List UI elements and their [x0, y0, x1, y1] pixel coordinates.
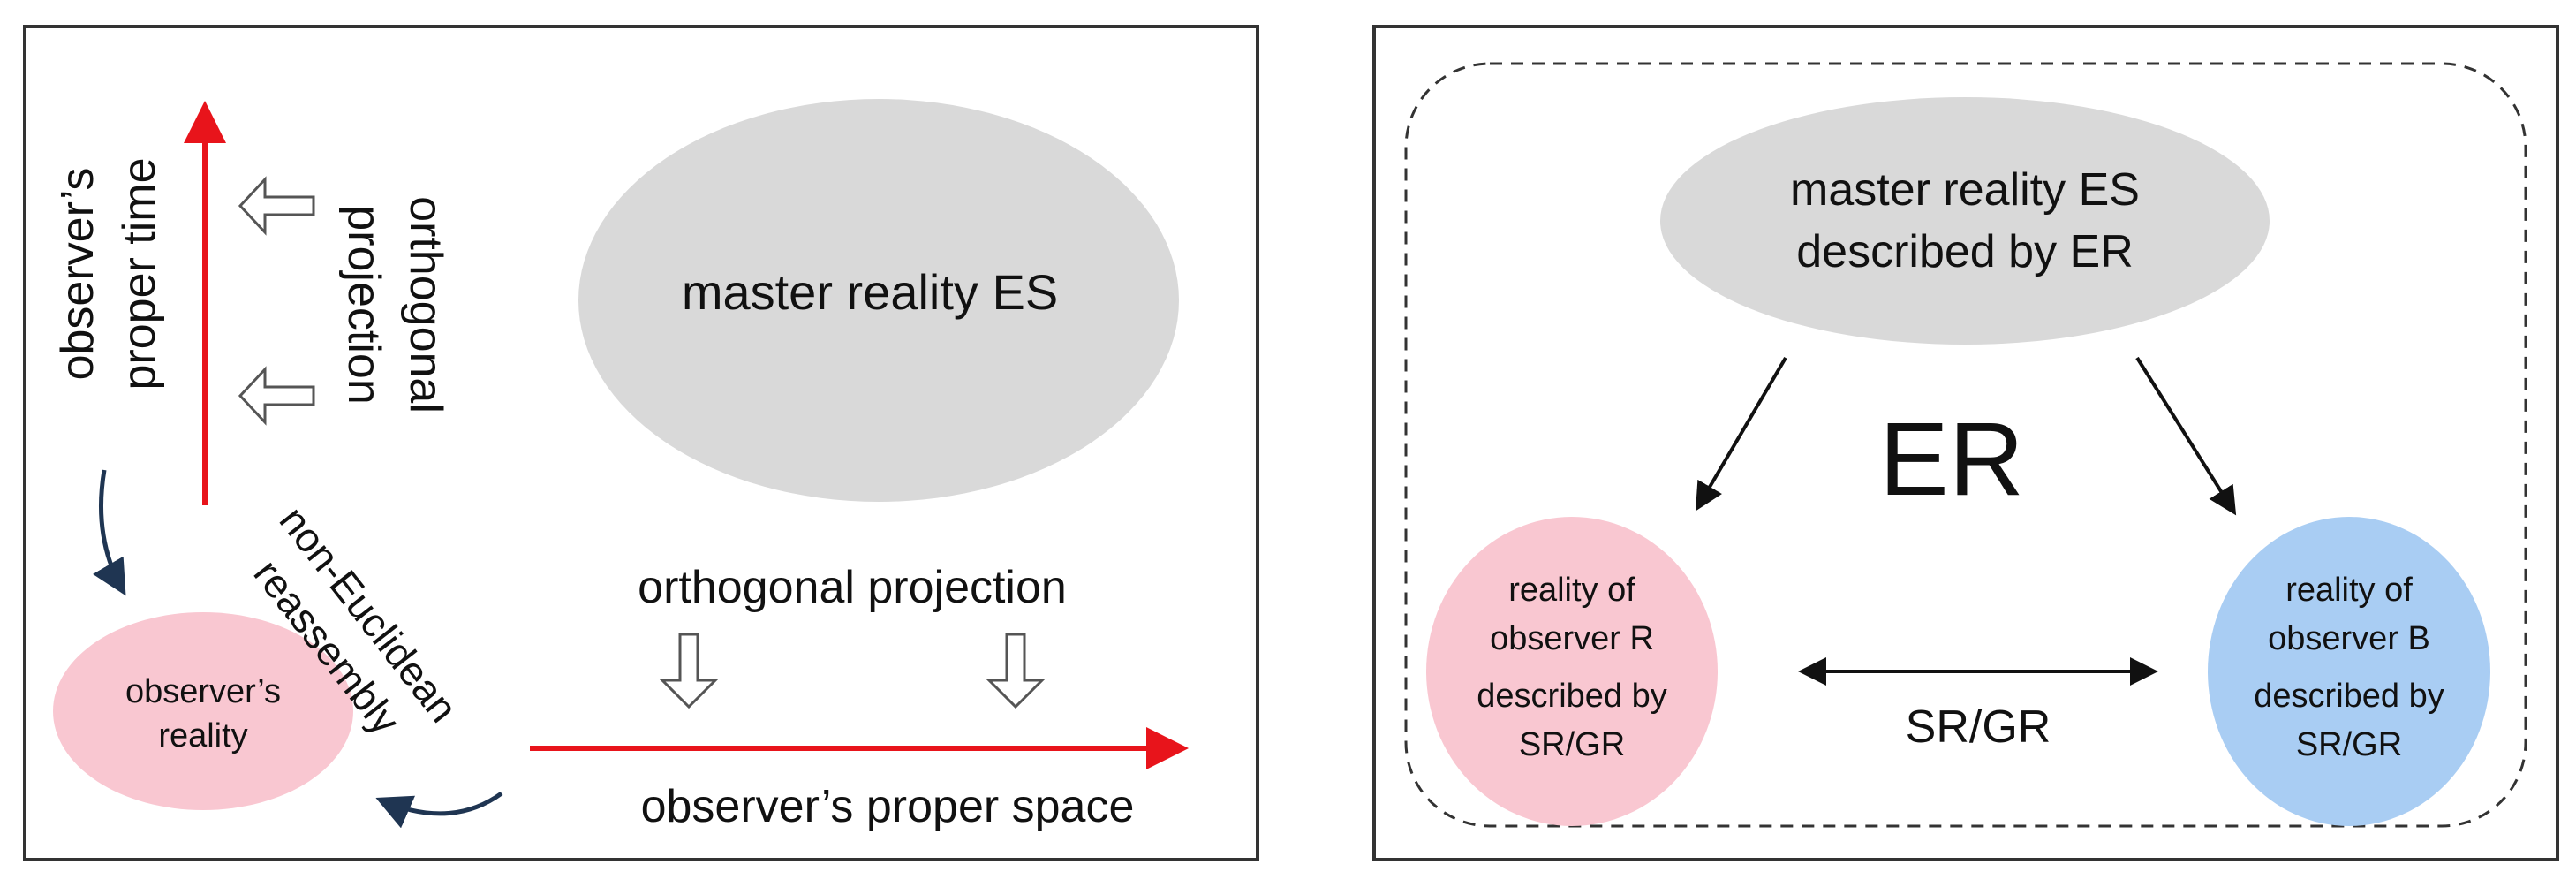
er-domain-dashed-boundary [1404, 62, 2527, 828]
observer-b-line2: observer B [2268, 620, 2430, 657]
observer-b-line3: described by [2254, 678, 2444, 715]
proper-time-label-line2: proper time [114, 158, 165, 390]
arrow-to-observer-r [1695, 356, 1787, 512]
observer-b-line4: SR/GR [2296, 726, 2402, 763]
observer-reality-ellipse [53, 612, 353, 810]
observer-r-line4: SR/GR [1519, 726, 1625, 763]
right-panel: master reality ES described by ER ER rea… [1372, 25, 2559, 861]
observer-r-ellipse [1426, 517, 1718, 826]
hollow-arrow-left-icon [238, 366, 315, 426]
master-reality-er-ellipse [1660, 97, 2270, 345]
master-reality-ellipse [578, 99, 1179, 502]
er-label: ER [1879, 401, 2024, 518]
proper-space-label: observer’s proper space [641, 781, 1135, 832]
proper-time-label-line1: observer’s [52, 168, 103, 381]
master-reality-er-line1: master reality ES [1790, 164, 2140, 216]
ortho-vertical-line1: orthogonal [400, 196, 451, 413]
observer-reality-label-line2: reality [158, 717, 247, 754]
hollow-arrow-down-icon [659, 633, 719, 709]
observer-b-ellipse [2208, 517, 2490, 826]
curved-arrow-icon [93, 469, 126, 596]
master-reality-er-line2: described by ER [1796, 226, 2134, 277]
observer-r-line2: observer R [1490, 620, 1654, 657]
hollow-arrow-left-icon [238, 176, 315, 236]
proper-time-label: observer’s proper time [52, 158, 165, 390]
left-panel: master reality ES observer’s proper time… [23, 25, 1259, 861]
hollow-arrow-down-icon [986, 633, 1046, 709]
observer-r-line3: described by [1477, 678, 1666, 715]
observer-b-line1: reality of [2285, 572, 2413, 609]
curved-arrow-icon [375, 791, 503, 829]
orthogonal-projection-horizontal-label: orthogonal projection [638, 562, 1067, 613]
observer-reality-label-line1: observer’s [125, 673, 281, 710]
observer-r-line1: reality of [1508, 572, 1635, 609]
arrow-to-observer-b [2135, 356, 2237, 516]
master-reality-label: master reality ES [682, 264, 1058, 320]
orthogonal-projection-vertical-label: orthogonal projection [338, 196, 451, 413]
sr-gr-relation-label: SR/GR [1906, 701, 2051, 753]
ortho-vertical-line2: projection [338, 205, 389, 404]
